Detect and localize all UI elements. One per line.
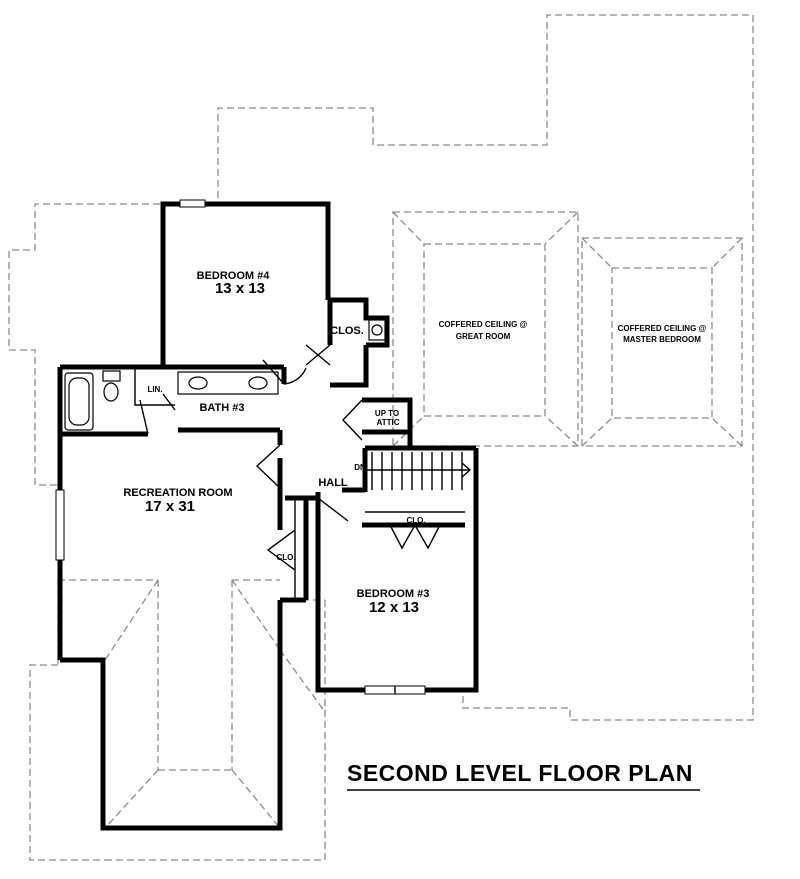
stairs-down-label: DN xyxy=(354,463,366,472)
first-floor-outline xyxy=(8,14,754,861)
bedroom4-label: BEDROOM #4 xyxy=(197,270,271,282)
recreation-room-size: 17 x 31 xyxy=(145,498,195,515)
plan-title: SECOND LEVEL FLOOR PLAN xyxy=(347,760,693,786)
coffered-ceiling-great-room xyxy=(392,211,579,447)
bed3-closet-label: CLO. xyxy=(406,516,425,525)
windows xyxy=(55,199,426,695)
bedroom4-size: 13 x 13 xyxy=(215,280,265,297)
hall-label: HALL xyxy=(318,477,348,489)
coffered-ceiling-master-bedroom xyxy=(581,237,743,447)
stairs xyxy=(365,452,472,490)
attic-label-line2: ATTIC xyxy=(377,418,400,427)
great-room-ceiling-line2: GREAT ROOM xyxy=(456,332,511,341)
roof-lines-below xyxy=(58,579,326,829)
recreation-room-label: RECREATION ROOM xyxy=(123,487,232,499)
attic-label-line1: UP TO xyxy=(375,409,399,418)
bath-fixtures xyxy=(64,319,386,431)
bedroom3-size: 12 x 13 xyxy=(369,599,419,616)
master-ceiling-line1: COFFERED CEILING @ xyxy=(618,324,707,333)
rec-closet-label: CLO. xyxy=(276,553,295,562)
doors xyxy=(59,344,441,571)
master-ceiling-line2: MASTER BEDROOM xyxy=(623,335,701,344)
lin-label: LIN. xyxy=(147,385,162,394)
bath3-label: BATH #3 xyxy=(199,402,244,414)
great-room-ceiling-line1: COFFERED CEILING @ xyxy=(439,320,528,329)
clos-label: CLOS. xyxy=(330,325,364,337)
bedroom3-label: BEDROOM #3 xyxy=(357,588,430,600)
